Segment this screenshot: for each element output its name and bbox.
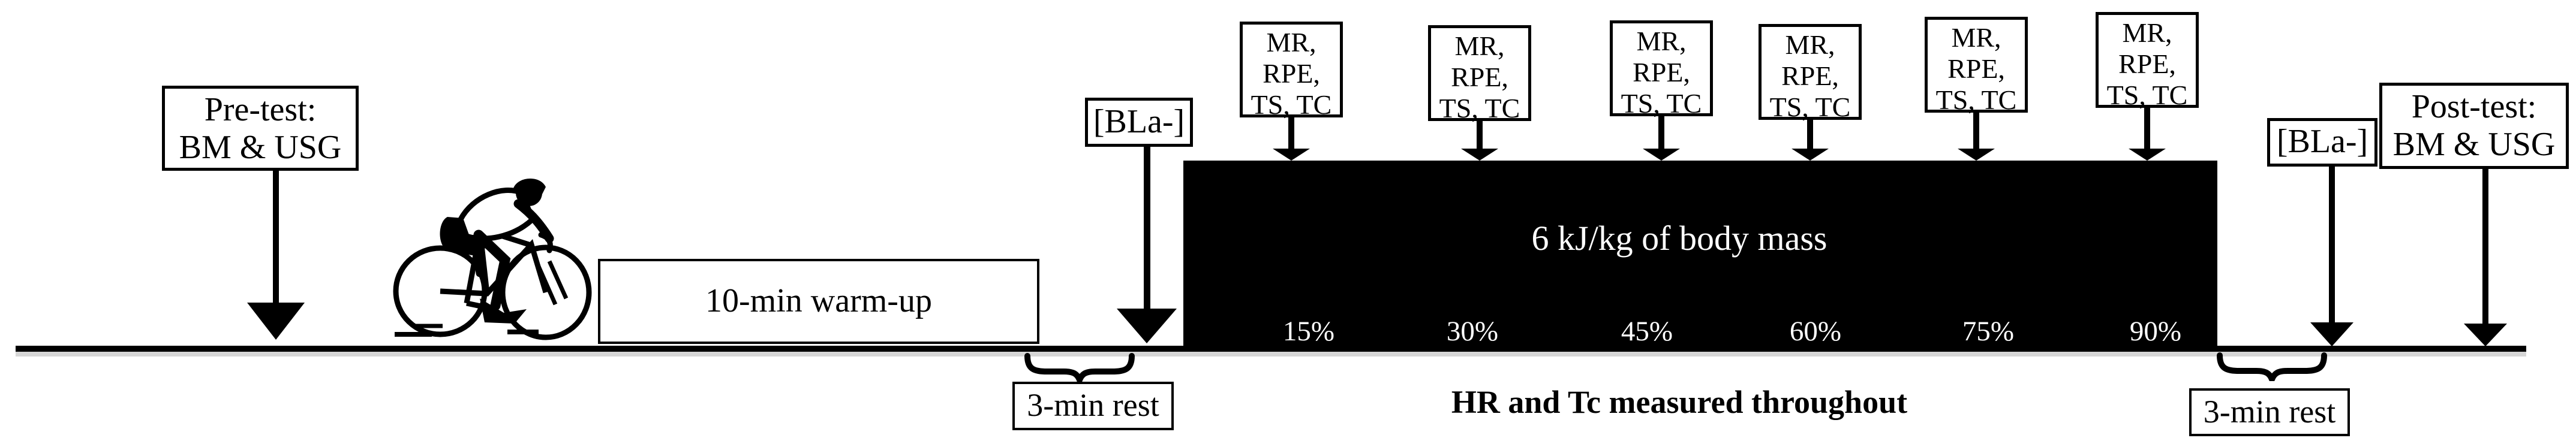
pre-test-arrow-head: [247, 303, 305, 340]
timeline-line: [16, 346, 2526, 352]
bla-left-arrow-head: [1117, 309, 1177, 343]
measurement-arrow-stem-2: [1477, 120, 1483, 150]
bla-left-label: [BLa-]: [1093, 103, 1185, 140]
post-test-label-line1: Post-test:: [2411, 88, 2537, 125]
measurement-box-5: MR, RPE, TS, TC: [1925, 17, 2028, 115]
rest-left-label: 3-min rest: [1027, 387, 1159, 423]
warm-up-label: 10-min warm-up: [705, 282, 932, 319]
trial-block-label: 6 kJ/kg of body mass: [1531, 219, 1827, 258]
measurement-arrow-head-4: [1792, 149, 1829, 161]
measurement-line-ts-tc: TS, TC: [1935, 84, 2017, 115]
measurement-line-mr: MR,: [1951, 22, 2001, 53]
measurement-line-ts-tc: TS, TC: [1439, 93, 1520, 123]
measurement-line-mr: MR,: [1454, 31, 1505, 61]
pre-test-box: Pre-test: BM & USG: [162, 86, 359, 171]
measurement-arrow-head-1: [1273, 149, 1310, 161]
rest-left-box: 3-min rest: [1012, 382, 1174, 430]
cyclist-icon: [393, 178, 592, 340]
post-test-label-line2: BM & USG: [2392, 126, 2556, 163]
measurement-line-rpe: RPE,: [1263, 58, 1320, 89]
measurement-arrow-head-5: [1958, 149, 1995, 161]
pre-test-label-line1: Pre-test:: [204, 91, 317, 128]
cyclist-illustration: [390, 162, 597, 343]
intensity-label-30: 30%: [1446, 316, 1499, 347]
intensity-label-75: 75%: [1962, 316, 2015, 347]
measurement-arrow-stem-1: [1288, 116, 1294, 150]
bla-right-arrow-head: [2310, 322, 2353, 346]
rest-right-box: 3-min rest: [2189, 388, 2350, 436]
rest-left-brace: [1024, 353, 1135, 382]
measurement-arrow-head-2: [1461, 149, 1498, 161]
intensity-label-90: 90%: [2129, 316, 2182, 347]
post-test-arrow-head: [2464, 324, 2507, 346]
measurement-line-rpe: RPE,: [1781, 61, 1839, 91]
measurement-box-1: MR, RPE, TS, TC: [1240, 22, 1343, 120]
measurement-line-rpe: RPE,: [1451, 62, 1508, 92]
measurement-line-ts-tc: TS, TC: [2106, 80, 2188, 110]
post-test-box: Post-test: BM & USG: [2379, 83, 2569, 169]
measurement-box-6: MR, RPE, TS, TC: [2096, 12, 2199, 110]
post-test-arrow-stem: [2482, 167, 2488, 324]
measurement-arrow-head-3: [1643, 149, 1680, 161]
measurement-line-rpe: RPE,: [1633, 57, 1690, 87]
measurement-line-mr: MR,: [1785, 29, 1835, 60]
measurement-box-4: MR, RPE, TS, TC: [1759, 24, 1862, 122]
bla-left-arrow-stem: [1144, 146, 1150, 309]
intensity-label-15: 15%: [1282, 316, 1335, 347]
rest-right-brace: [2217, 352, 2327, 381]
measurement-line-mr: MR,: [1636, 26, 1687, 56]
measurement-line-rpe: RPE,: [2118, 49, 2176, 79]
curly-brace-icon: [2217, 352, 2327, 381]
rest-right-label: 3-min rest: [2203, 394, 2336, 430]
timeline-shadow: [16, 352, 2526, 357]
intensity-label-60: 60%: [1789, 316, 1842, 347]
measurement-arrow-stem-3: [1658, 115, 1664, 150]
measurement-box-3: MR, RPE, TS, TC: [1610, 20, 1713, 119]
curly-brace-icon: [1024, 353, 1135, 382]
pre-test-arrow-stem: [273, 168, 279, 303]
measurement-line-rpe: RPE,: [1947, 53, 2005, 84]
warm-up-box: 10-min warm-up: [598, 259, 1039, 344]
measurement-arrow-stem-5: [1973, 113, 1979, 150]
intensity-label-45: 45%: [1621, 316, 1673, 347]
measurement-line-ts-tc: TS, TC: [1769, 92, 1851, 122]
measurement-line-mr: MR,: [1266, 27, 1316, 58]
measurement-box-2: MR, RPE, TS, TC: [1428, 25, 1531, 123]
bla-right-label: [BLa-]: [2276, 123, 2368, 160]
pre-test-label-line2: BM & USG: [179, 129, 342, 166]
measurement-line-ts-tc: TS, TC: [1621, 88, 1702, 119]
bla-right-arrow-stem: [2329, 165, 2335, 322]
hr-tc-footnote: HR and Tc measured throughout: [1451, 384, 1908, 420]
trial-block: [1183, 161, 2217, 346]
measurement-line-mr: MR,: [2122, 17, 2172, 48]
measurement-arrow-head-6: [2129, 149, 2166, 161]
measurement-arrow-stem-4: [1807, 120, 1813, 150]
measurement-line-ts-tc: TS, TC: [1251, 89, 1332, 120]
measurement-arrow-stem-6: [2144, 108, 2150, 150]
bla-right-box: [BLa-]: [2267, 118, 2377, 167]
bla-left-box: [BLa-]: [1085, 98, 1193, 147]
